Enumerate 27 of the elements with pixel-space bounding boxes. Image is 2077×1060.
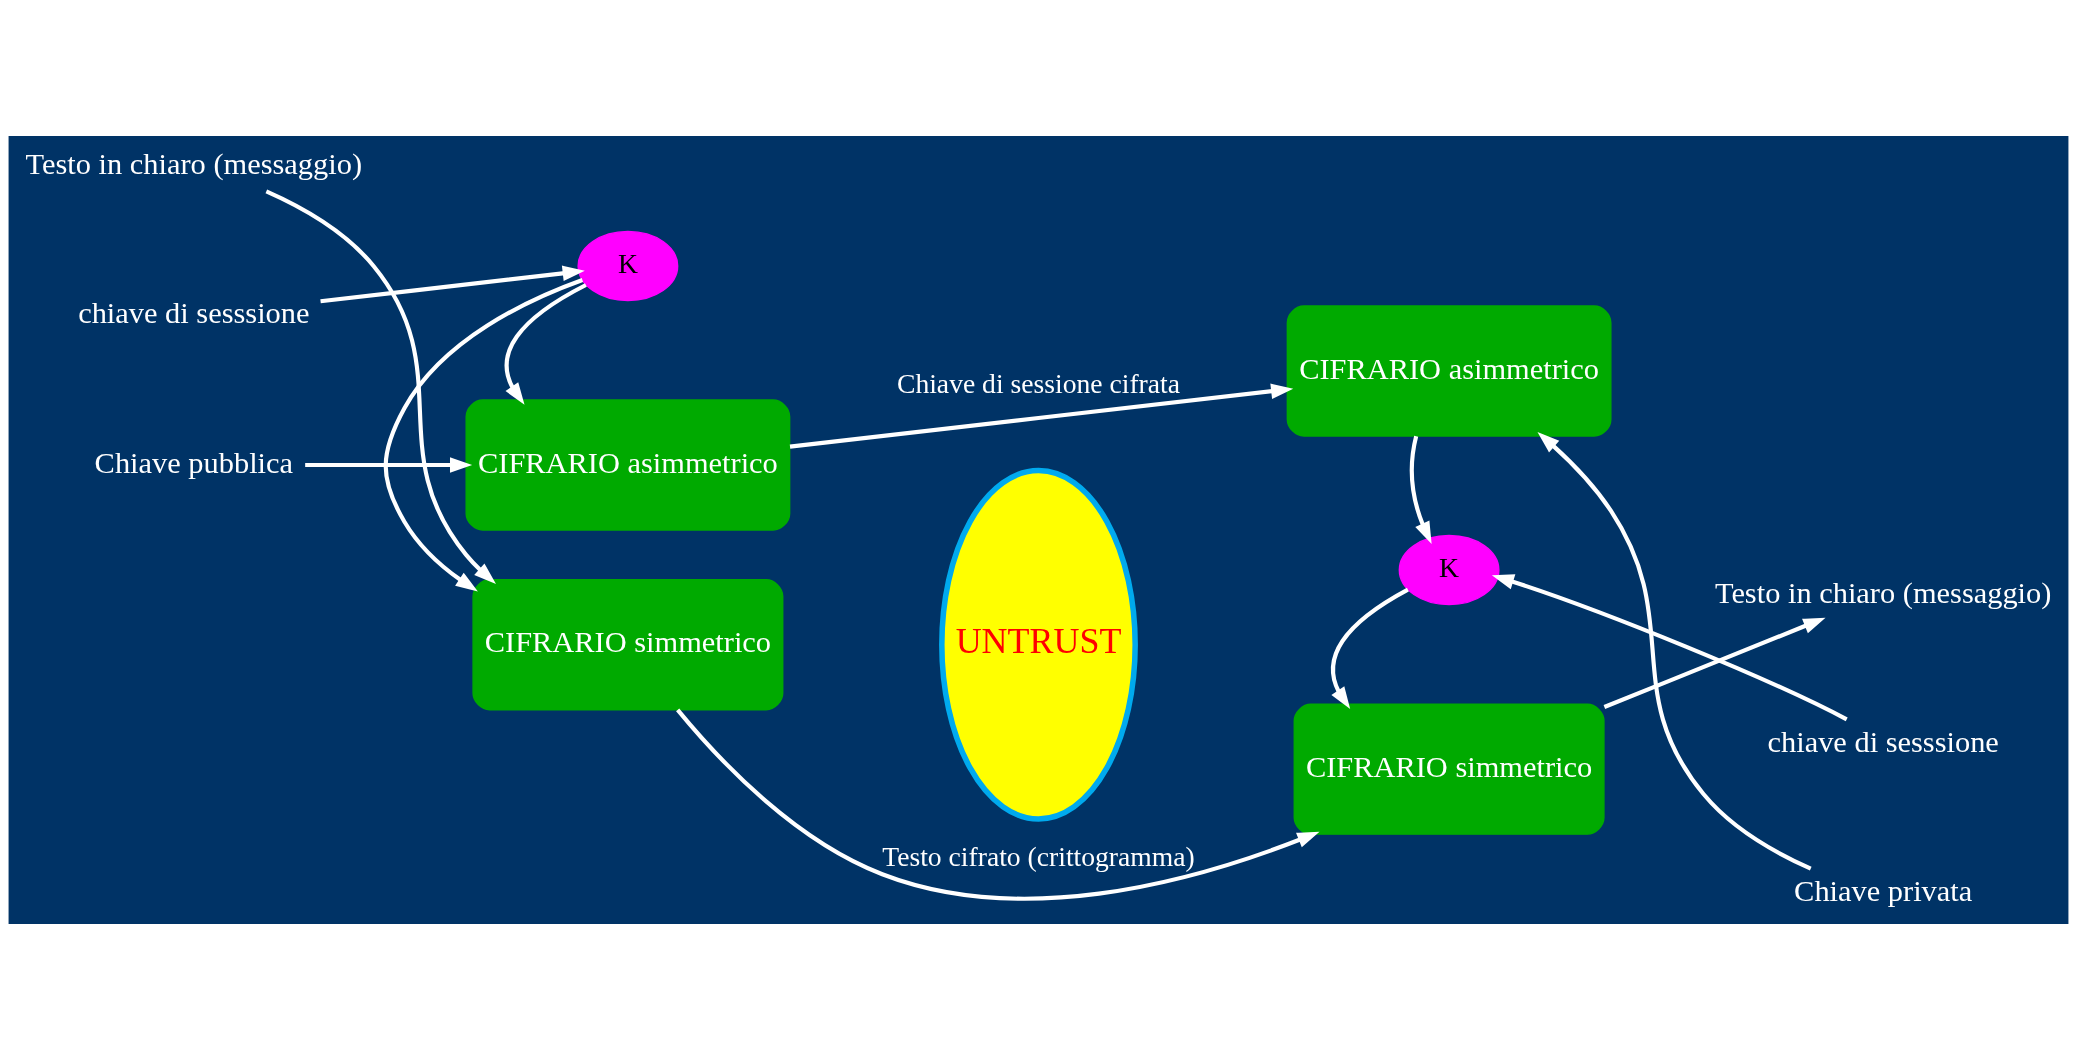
arrow xyxy=(1409,435,1432,544)
node-text: Chiave privata xyxy=(1794,874,1973,909)
arrow xyxy=(1491,574,1848,722)
arrow xyxy=(265,189,496,584)
edge-label: Testo cifrato (crittogramma) xyxy=(882,840,1195,872)
node-text: Chiave pubblica xyxy=(94,445,294,480)
node-ellipse: UNTRUST xyxy=(939,467,1138,822)
arrow xyxy=(383,278,584,592)
edge-label: Chiave di sessione cifrata xyxy=(896,368,1181,400)
arrow xyxy=(789,383,1294,449)
node-ellipse: K xyxy=(1398,534,1500,606)
node-text: Testo in chiaro (messaggio) xyxy=(25,147,363,182)
node-box: CIFRARIO simmetrico xyxy=(472,579,784,711)
node-text: chiave di sesssione xyxy=(1767,725,1999,760)
node-text: Testo in chiaro (messaggio) xyxy=(1714,575,2052,610)
node-box: CIFRARIO asimmetrico xyxy=(1286,305,1612,437)
arrow xyxy=(305,457,473,473)
arrow xyxy=(1331,587,1409,710)
arrow xyxy=(1603,617,1826,709)
node-box: CIFRARIO asimmetrico xyxy=(465,399,791,531)
arrow xyxy=(1537,431,1812,871)
arrow xyxy=(676,708,1320,901)
node-box: CIFRARIO simmetrico xyxy=(1293,703,1605,835)
node-ellipse: K xyxy=(577,230,679,302)
node-text: chiave di sesssione xyxy=(78,296,310,331)
arrow xyxy=(504,283,587,405)
arrow xyxy=(320,265,585,304)
